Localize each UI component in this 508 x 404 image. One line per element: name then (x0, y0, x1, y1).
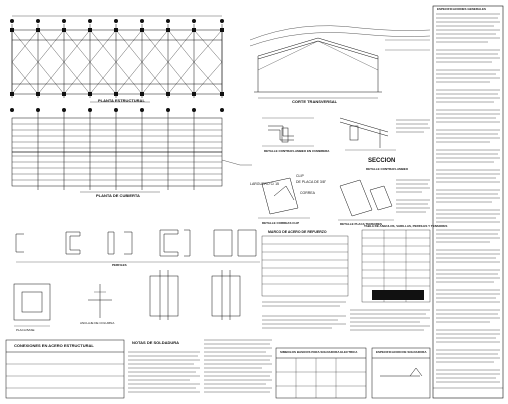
plan-top-title: PLANTA ESTRUCTURAL (98, 98, 145, 103)
profiles-title: PERFILES (112, 263, 127, 267)
brace-detail (338, 179, 394, 221)
cross-section (249, 25, 431, 99)
text-blocks (128, 13, 500, 393)
detail-eave-title: DETALLE CONTRAFLAMBEO (366, 167, 409, 171)
plan-structural (10, 15, 224, 103)
clip-label-0: LARGUERO C/ 15 (250, 182, 279, 186)
shapes-title: MARCO DE ACERO DE REFUERZO (268, 230, 327, 234)
symbols-title: SIMBOLOS BASICOS PARA SOLDADURA ELECTRIC… (280, 350, 358, 354)
plan-bottom-title: PLANTA DE CUBIERTA (96, 193, 140, 198)
detail-roof-title: DETALLE CONTRAFLAMBEO EN CUMBRERA (264, 149, 330, 153)
notes-heading: ESPECIFICACIONES GENERALES (437, 7, 487, 11)
eave-detail (339, 117, 396, 151)
base-plate-title: PLACA BASE (16, 328, 35, 332)
clip-label-2: DE PLACA DE 3/8" (296, 180, 327, 184)
connections-title: CONEXIONES EN ACERO ESTRUCTURAL (14, 343, 94, 348)
middle-tables (261, 229, 431, 303)
section-title: CORTE TRANSVERSAL (292, 99, 338, 104)
title-block (432, 5, 504, 399)
clip-label-3: CORREA (300, 191, 315, 195)
welding-notes-title: NOTAS DE SOLDADURA (132, 340, 180, 345)
bottom-panels (5, 339, 431, 399)
section-label: SECCION (368, 158, 396, 164)
plan-roof (10, 108, 252, 193)
purlin-detail (262, 117, 314, 147)
clip-label-1: CLIP (296, 174, 304, 178)
profiles (15, 229, 260, 263)
spec-title: ESPECIFICACION DE SOLDADURA (376, 350, 427, 354)
anchor-title: ANCLAJE DE COLUMNA (80, 321, 115, 325)
clip-detail (258, 177, 310, 219)
steel-table-title: TABLA DE ANGULOS, VARILLAS, PERFILES Y T… (364, 224, 448, 228)
detail-clip-title: DETALLE CORREAS CLIP (262, 221, 300, 225)
base-details (13, 270, 241, 327)
detail-brace-title: DETALLE PLACA TENSORES (340, 222, 383, 226)
